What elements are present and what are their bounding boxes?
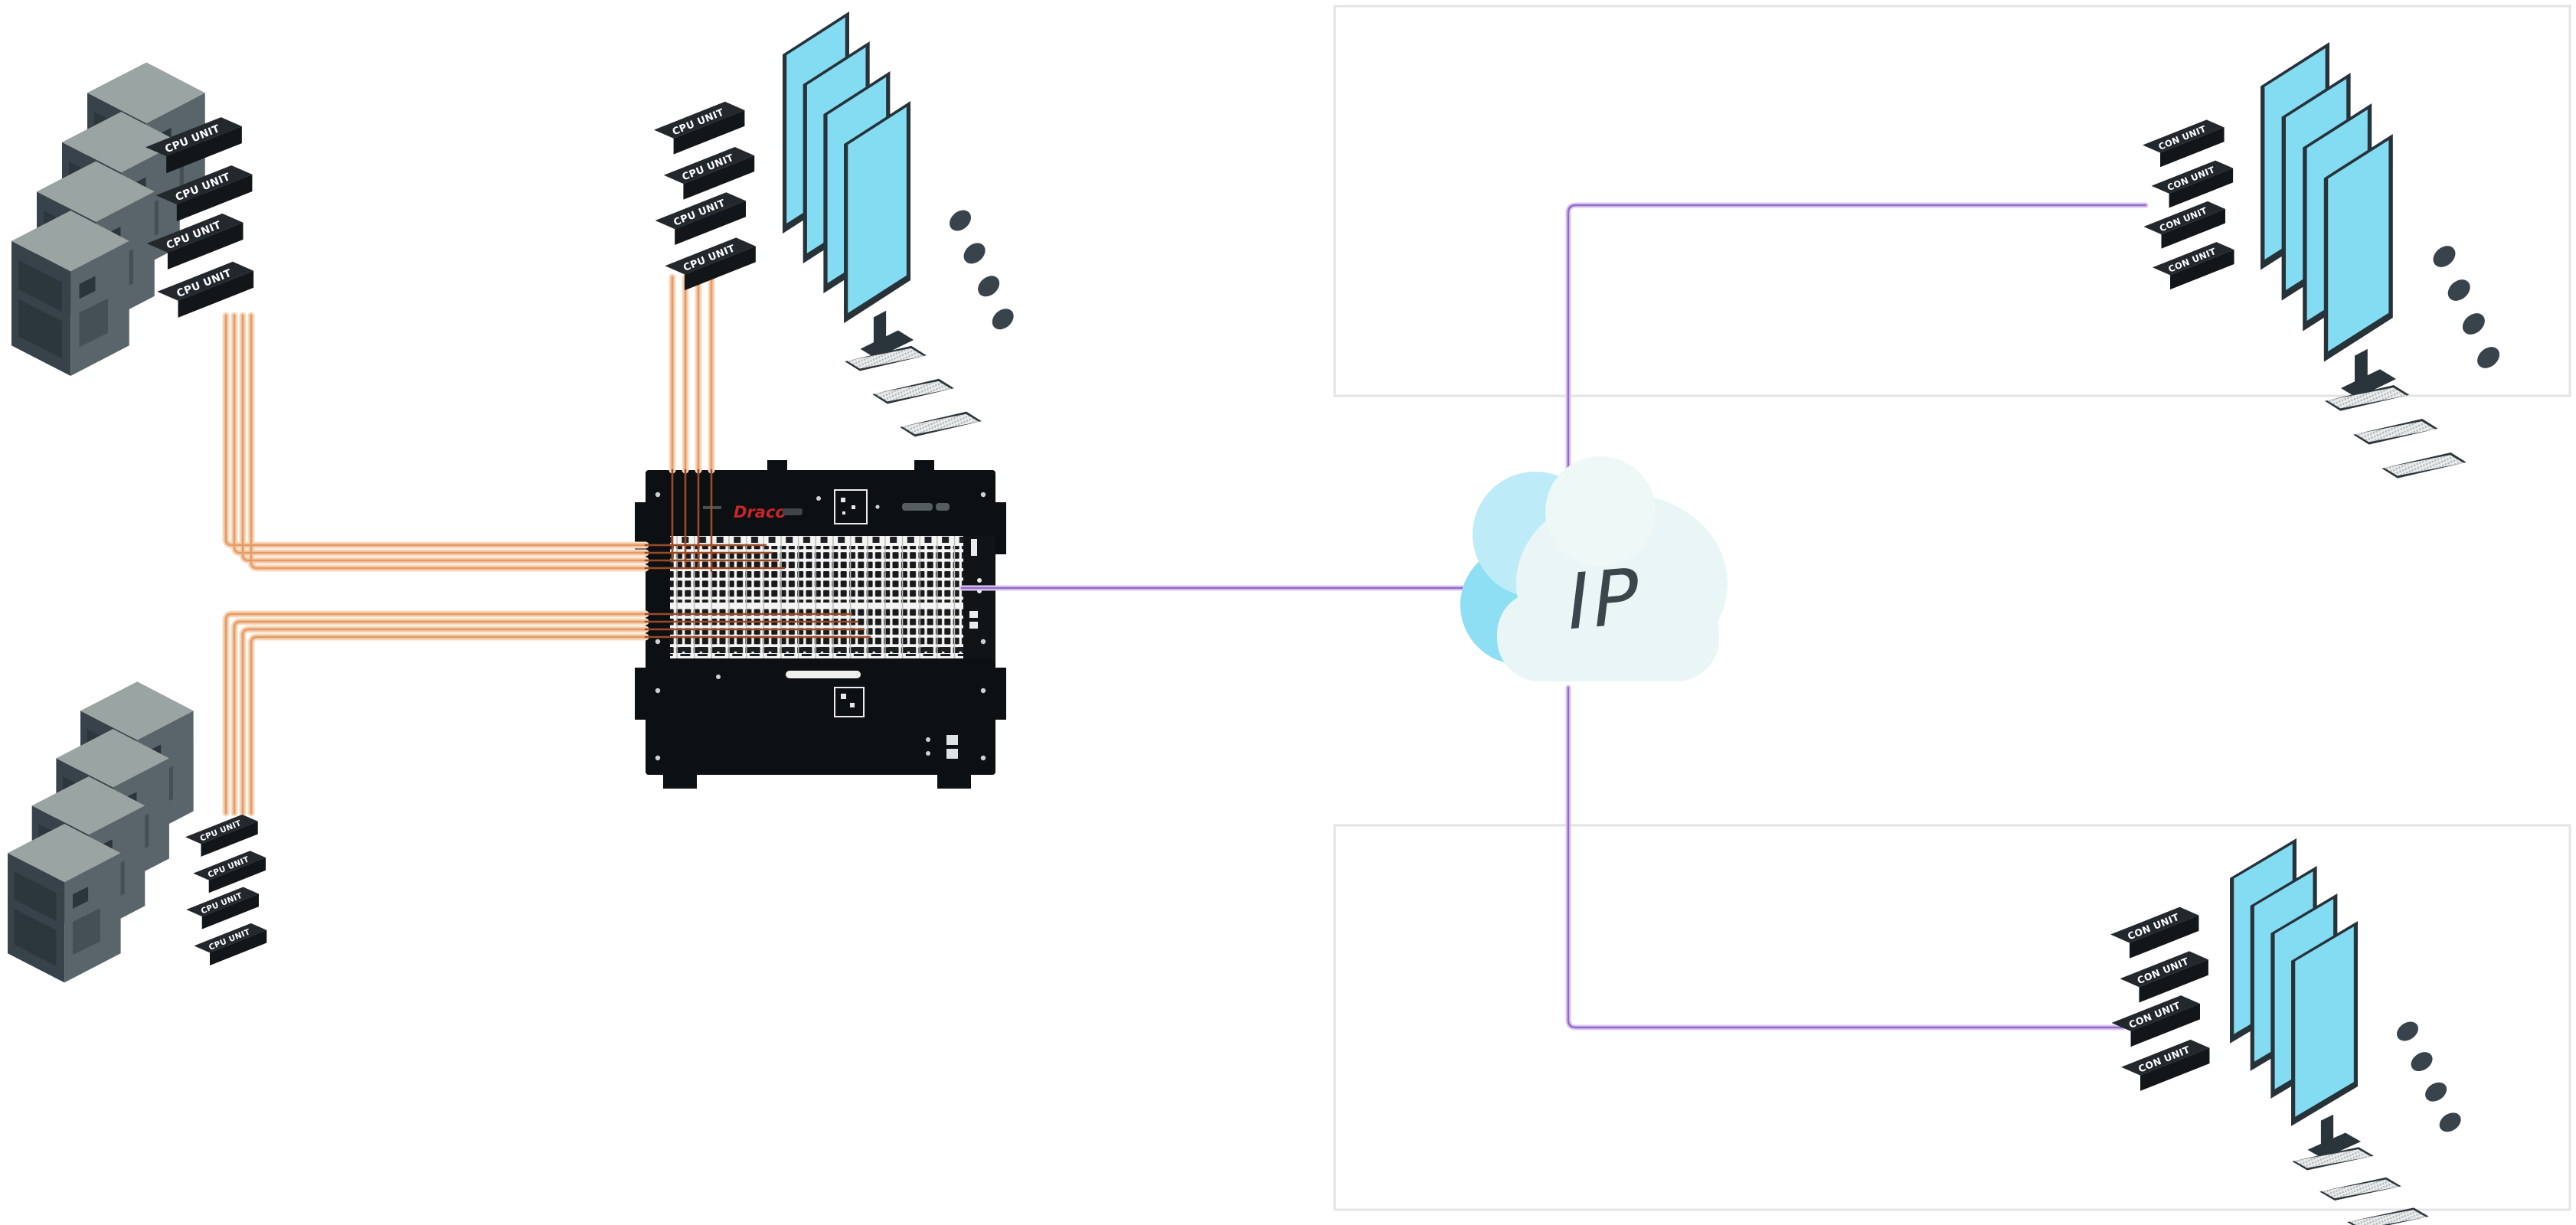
con-unit-stack-remote-top: CON UNIT CON UNIT CON UNIT CON UNIT: [2143, 119, 2234, 290]
orange-links-lower-left: [222, 610, 871, 817]
orange-links-top-center: [669, 273, 715, 573]
vent-slot: [786, 671, 861, 678]
orange-links-upper-left: [222, 312, 786, 572]
server-rack-bottom-left: [8, 681, 194, 983]
brand-label: Draco: [734, 503, 786, 521]
matrix-switch: Draco: [635, 460, 1006, 789]
cpu-unit-stack-bottom-left: CPU UNIT CPU UNIT CPU UNIT CPU UNIT: [185, 814, 267, 965]
purple-link-cloud-to-remote-top: [1565, 202, 2149, 479]
cpu-unit-stack-top-center: CPU UNIT CPU UNIT CPU UNIT CPU UNIT: [654, 101, 756, 291]
chassis-foot: [937, 775, 971, 789]
chassis-foot: [663, 775, 697, 789]
purple-link-cloud-to-remote-bottom: [1565, 684, 2126, 1031]
workstation-top-center: [783, 11, 1015, 436]
server-rack-top-left: [11, 62, 205, 376]
qr-badge: [834, 489, 868, 524]
label-badge: [834, 687, 865, 717]
remote-site-box-bottom: [1333, 824, 2571, 1211]
control-card: [963, 536, 995, 658]
ip-cloud: IP: [1460, 456, 1728, 681]
cloud-ip-label: IP: [1561, 550, 1647, 648]
